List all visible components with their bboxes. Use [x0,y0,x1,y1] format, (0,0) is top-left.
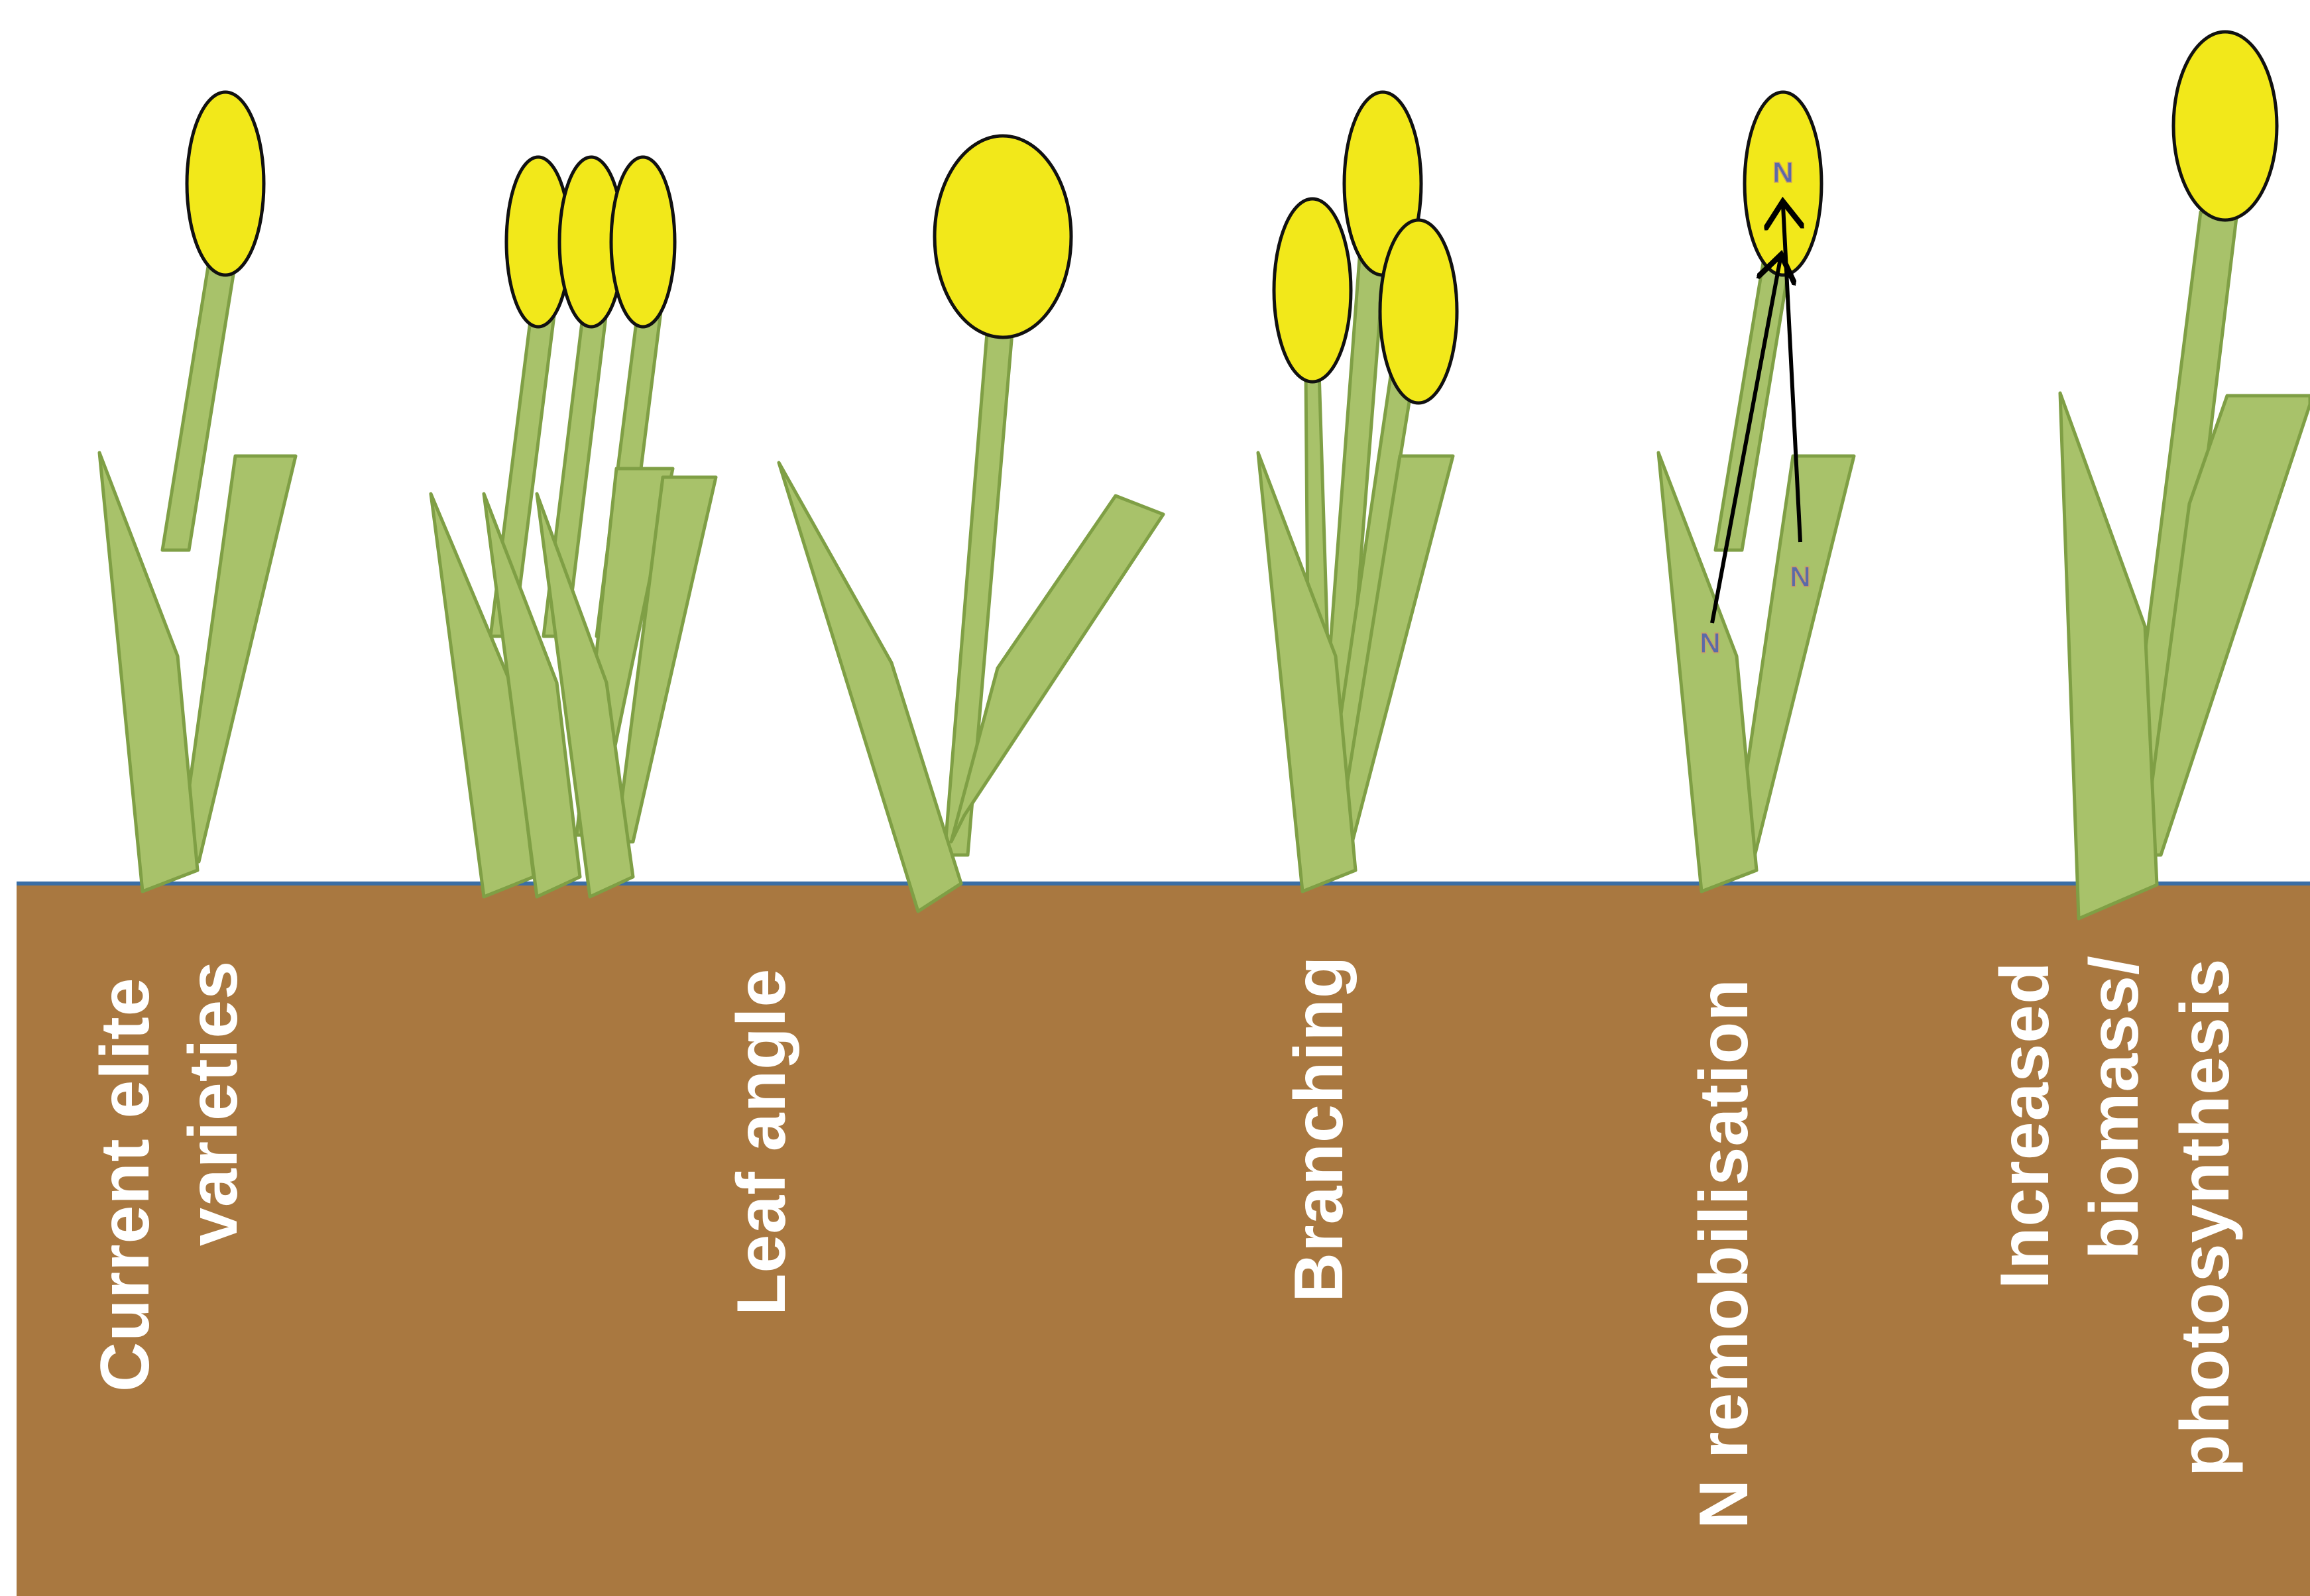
label-leaf-angle: Leaf angle [723,968,800,1316]
n-arrow-from-left-leaf [1712,258,1780,623]
leaf-right [179,456,296,862]
grain-head [935,136,1071,337]
grain-head [187,92,264,275]
leaf-left [2060,393,2157,919]
label-increased-line1: Increased [1987,961,2063,1289]
plant-n-remobilisation: N N N [1658,92,1854,891]
plant-current-elite [99,92,296,891]
label-increased-line3: photosynthesis [2167,958,2244,1477]
plant-increased-biomass [2060,32,2310,919]
label-branching: Branching [1281,956,1357,1302]
grain-head [1274,199,1351,382]
label-increased-line2: biomass/ [2076,955,2153,1259]
label-n-remobilisation: N remobilisation [1686,978,1762,1529]
grain-head [611,157,675,327]
n-mark-head: N [1772,156,1794,189]
grain-head [1380,220,1457,403]
n-mark-left-leaf: N [1700,627,1721,659]
soil-block [17,883,2310,1596]
n-mark-right-leaf: N [1790,561,1811,593]
plant-branching [1258,92,1457,891]
stem [162,262,235,550]
leaf-left [779,463,961,911]
label-current-elite-line2: varieties [175,960,252,1246]
grain-head [2173,32,2277,220]
plant-leaf-angle [779,136,1163,911]
label-current-elite-line1: Current elite [87,977,164,1392]
plant-dense-cluster [431,157,716,897]
